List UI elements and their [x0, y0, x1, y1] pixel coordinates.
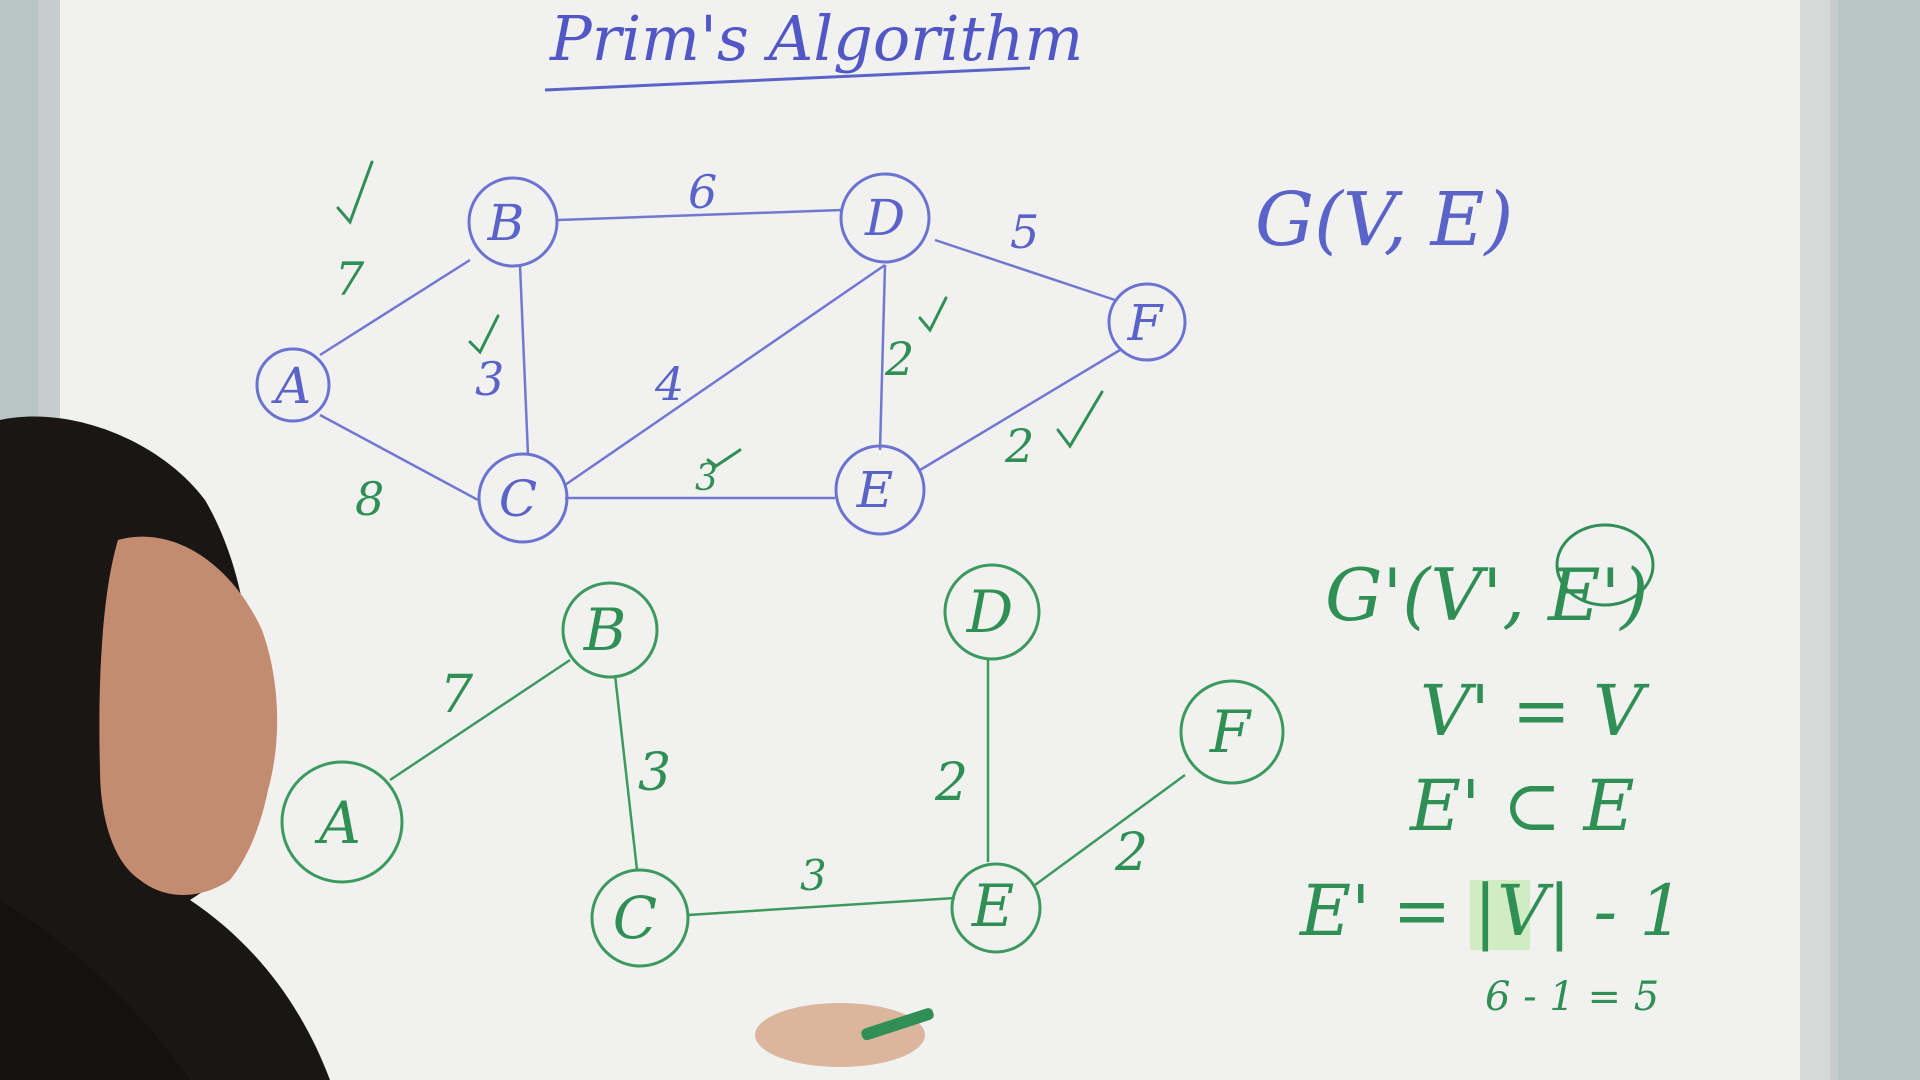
- board-right-rail: [1800, 0, 1830, 1080]
- edge-b-d: [557, 208, 843, 222]
- edge-d-f: [934, 238, 1116, 302]
- mst-weight-e-f: 2: [1114, 823, 1148, 883]
- mst-node-e-label: E: [971, 872, 1014, 940]
- highlight-mark: [1470, 880, 1530, 950]
- spanning-tree-nodes: [280, 563, 1285, 968]
- presenter-shoulder: [0, 900, 190, 1080]
- mst-edge-e-f: [1034, 773, 1186, 887]
- edge-e-f: [919, 348, 1121, 472]
- mst-node-e-circle: [950, 862, 1042, 954]
- presenter: [0, 416, 934, 1080]
- subgraph-note: G'(V', E'): [1325, 553, 1648, 637]
- weight-b-c: 3: [475, 352, 504, 406]
- check-marks: [336, 160, 1104, 468]
- node-b-label: B: [487, 194, 525, 252]
- mst-node-c-label: C: [613, 884, 657, 952]
- node-d-label: D: [864, 189, 905, 247]
- title-underline: [544, 66, 1031, 92]
- check-mark-icon: [706, 448, 742, 468]
- graph-label: G(V, E): [1255, 177, 1513, 263]
- weight-d-e: 2: [884, 332, 914, 386]
- mst-weight-b-c: 3: [638, 743, 671, 803]
- node-a-label: A: [271, 357, 311, 415]
- node-f-circle: [1107, 282, 1187, 362]
- green-marker: [861, 1008, 934, 1041]
- mst-node-f-circle: [1179, 679, 1285, 785]
- mst-edge-c-e: [687, 896, 956, 917]
- mst-weight-d-e: 2: [934, 753, 968, 813]
- spanning-tree-edges: [389, 658, 1186, 917]
- title-text: Prim's Algorithm: [549, 2, 1083, 75]
- presenter-hand: [755, 1003, 925, 1067]
- weight-e-f: 2: [1004, 419, 1034, 473]
- mst-weight-c-e: 3: [800, 851, 827, 900]
- check-mark-icon: [918, 296, 948, 333]
- node-f-label: F: [1127, 294, 1165, 352]
- mst-node-d-circle: [943, 563, 1041, 661]
- original-graph-nodes: [255, 172, 1187, 544]
- vertex-equal-note: V' = V: [1420, 670, 1650, 752]
- weight-a-b: 7: [335, 252, 365, 306]
- edge-a-c: [319, 413, 479, 502]
- weight-a-c: 8: [355, 472, 384, 526]
- node-b-circle: [467, 176, 559, 268]
- edge-d-e: [878, 264, 887, 451]
- check-mark-icon: [468, 314, 500, 355]
- original-graph-weights: 7 8 6 3 4 3 2 5 2: [335, 165, 1039, 526]
- spanning-tree-weights: 7 3 3 2 2: [440, 665, 1148, 900]
- node-c-circle: [477, 452, 569, 544]
- edge-set-circle: [1555, 523, 1655, 607]
- mst-edge-a-b: [389, 658, 571, 782]
- spanning-tree-node-labels: A B C D E F: [314, 578, 1252, 952]
- weight-b-d: 6: [688, 165, 717, 219]
- mst-node-a-circle: [280, 760, 404, 884]
- mst-edge-b-c: [613, 674, 639, 871]
- edge-a-b: [319, 258, 471, 357]
- mst-node-a-label: A: [314, 789, 361, 857]
- check-mark-icon: [1056, 390, 1104, 449]
- mst-weight-a-b: 7: [440, 665, 474, 725]
- node-d-circle: [839, 172, 931, 264]
- calc-note: 6 - 1 = 5: [1485, 974, 1659, 1020]
- weight-c-e: 3: [695, 458, 718, 499]
- weight-d-f: 5: [1010, 205, 1039, 259]
- presenter-face: [99, 536, 278, 895]
- notes: G'(V', E') V' = V E' ⊂ E E' = |V| - 1 6 …: [1298, 523, 1684, 1020]
- node-a-circle: [255, 347, 331, 423]
- mst-node-c-circle: [590, 868, 690, 968]
- mst-node-d-label: D: [966, 578, 1014, 646]
- edge-c-d: [564, 263, 886, 487]
- edge-b-c: [518, 264, 530, 456]
- edge-subset-note: E' ⊂ E: [1408, 765, 1635, 847]
- node-e-label: E: [856, 461, 894, 519]
- mst-node-f-label: F: [1209, 698, 1252, 766]
- original-graph-node-labels: A B C D E F: [271, 189, 1165, 528]
- check-mark-icon: [336, 160, 374, 225]
- node-e-circle: [834, 444, 926, 536]
- weight-c-d: 4: [654, 357, 684, 411]
- original-graph-edges: [319, 208, 1121, 502]
- edge-count-note: E' = |V| - 1: [1298, 870, 1684, 952]
- mst-node-b-circle: [561, 581, 659, 679]
- mst-node-b-label: B: [583, 596, 627, 664]
- node-c-label: C: [499, 470, 537, 528]
